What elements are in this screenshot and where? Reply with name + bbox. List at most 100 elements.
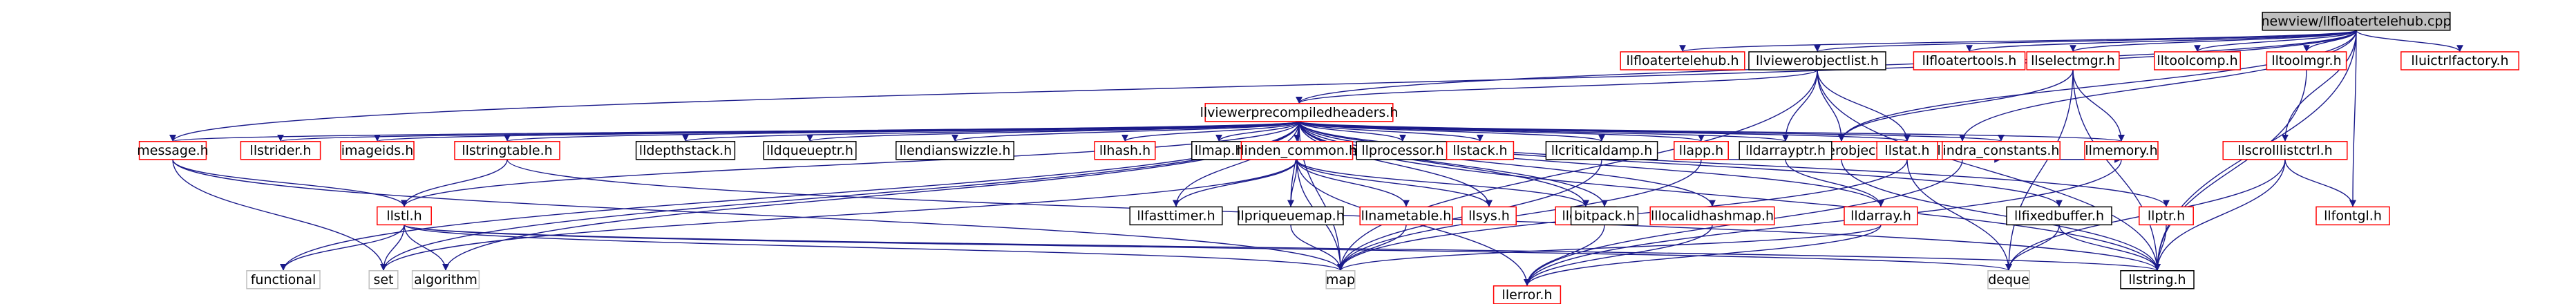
node-lltoolcomp[interactable]: lltoolcomp.h (2154, 51, 2241, 70)
node-box (1238, 206, 1344, 226)
node-box (368, 270, 399, 289)
node-llfasttimer[interactable]: llfasttimer.h (1129, 206, 1223, 226)
node-indraconstants[interactable]: indra_constants.h (1942, 141, 2061, 160)
edge-llviewerprecompiledheaders-llmap (1215, 121, 1300, 142)
node-label: map (1326, 272, 1355, 287)
node-llfixedbuffer[interactable]: llfixedbuffer.h (2006, 206, 2112, 226)
node-llendianswizzle[interactable]: llendianswizzle.h (896, 141, 1014, 160)
node-deque[interactable]: deque (1987, 270, 2030, 289)
node-lldqueueptr[interactable]: lldqueueptr.h (763, 141, 857, 160)
node-label: indra_constants.h (1943, 143, 2060, 158)
node-llviewerprecompiledheaders[interactable]: llviewerprecompiledheaders.h (1200, 103, 1399, 122)
edge-llfixedbuffer-deque (2005, 225, 2060, 271)
edge-llviewerprecompiledheaders-llstack (1298, 121, 1484, 142)
edge-llviewerobjectlist-llviewerprecompiledheaders (1296, 69, 1818, 104)
node-label: set (373, 272, 393, 287)
node-llprocessor[interactable]: llprocessor.h (1356, 141, 1450, 160)
node-lldepthstack[interactable]: lldepthstack.h (635, 141, 736, 160)
node-set[interactable]: set (368, 270, 399, 289)
node-lltoolmgr[interactable]: lltoolmgr.h (2266, 51, 2347, 70)
node-label: llinden_common.h (1237, 143, 1357, 158)
node-box (1620, 51, 1745, 70)
node-label: llendianswizzle.h (899, 143, 1010, 158)
node-label: lldqueueptr.h (766, 143, 853, 158)
node-llscrolllistctrl[interactable]: llscrolllistctrl.h (2222, 141, 2348, 160)
edge-llviewerprecompiledheaders-algorithm (442, 121, 1300, 271)
edge-llindexcommon-lldefs (1296, 159, 1589, 207)
node-bitpack[interactable]: bitpack.h (1570, 206, 1639, 226)
node-label: lluictrlfactory.h (2411, 53, 2508, 68)
edge-lltoolmgr-llstring (2154, 69, 2307, 271)
node-box (896, 141, 1014, 160)
node-llselectmgr[interactable]: llselectmgr.h (2026, 51, 2120, 70)
node-llviewerobjectlist[interactable]: llviewerobjectlist.h (1748, 51, 1886, 70)
node-llstringtable[interactable]: llstringtable.h (454, 141, 560, 160)
edge-llselectmgr-llviewerobject (1838, 69, 2074, 142)
node-llstl[interactable]: llstl.h (377, 206, 432, 226)
node-algorithm[interactable]: algorithm (411, 270, 480, 289)
node-llstack[interactable]: llstack.h (1446, 141, 1515, 160)
node-box (340, 141, 415, 160)
node-label: llviewerprecompiledheaders.h (1200, 105, 1399, 120)
node-lluictrlfactory[interactable]: lluictrlfactory.h (2400, 51, 2519, 70)
node-label: llfloatertools.h (1922, 53, 2017, 68)
edge-root-lluictrlfactory (2356, 30, 2463, 53)
edge-llstl-map (404, 224, 1344, 272)
edge-llstat-deque (1906, 159, 2012, 271)
edge-lldarray-map (1337, 224, 1882, 272)
node-label: llsys.h (1468, 208, 1510, 223)
edge-llviewerprecompiledheaders-lldarray (1298, 121, 1884, 207)
node-llmap[interactable]: llmap.h (1191, 141, 1247, 160)
node-label: llfloatertelehub.h (1626, 53, 1739, 68)
node-box (2222, 141, 2348, 160)
node-imageids[interactable]: imageids.h (340, 141, 415, 160)
node-llfloatertools[interactable]: llfloatertools.h (1913, 51, 2026, 70)
node-label: lltoolmgr.h (2271, 53, 2341, 68)
edge-llviewerprecompiledheaders-lllocalidhashmap (1298, 121, 1716, 207)
edge-lllocalidhashmap-llerror (1524, 225, 1713, 286)
node-llsys[interactable]: llsys.h (1461, 206, 1517, 226)
node-label: lldarray.h (1850, 208, 1911, 223)
node-llptr[interactable]: llptr.h (2139, 206, 2194, 226)
node-llfontgl[interactable]: llfontgl.h (2315, 206, 2390, 226)
edge-llstl-algorithm (404, 225, 449, 271)
edge-llselectmgr-llmemory (2072, 69, 2125, 142)
node-lllocalidhashmap[interactable]: lllocalidhashmap.h (1649, 206, 1775, 226)
node-llerror[interactable]: llerror.h (1493, 285, 1562, 304)
node-box (1094, 141, 1156, 160)
node-map[interactable]: map (1325, 270, 1356, 289)
node-box (1987, 270, 2030, 289)
node-message[interactable]: message.h (137, 141, 209, 160)
node-llstrider[interactable]: llstrider.h (240, 141, 321, 160)
node-llfloatertelehub[interactable]: llfloatertelehub.h (1620, 51, 1745, 70)
node-label: llptr.h (2148, 208, 2185, 223)
node-llstring[interactable]: llstring.h (2120, 270, 2195, 289)
node-lldarrayptr[interactable]: lldarrayptr.h (1739, 141, 1832, 160)
node-llcriticaldamp[interactable]: llcriticaldamp.h (1545, 141, 1658, 160)
node-root[interactable]: newview/llfloatertelehub.cpp (2261, 12, 2452, 31)
node-box (2139, 206, 2194, 226)
edge-llstl-llstring (404, 224, 2161, 272)
node-label: llstack.h (1452, 143, 1507, 158)
node-lldarray[interactable]: lldarray.h (1844, 206, 1918, 226)
node-box (763, 141, 857, 160)
node-llapp[interactable]: llapp.h (1674, 141, 1729, 160)
node-llpriqueuemap[interactable]: llpriqueuemap.h (1237, 206, 1345, 226)
node-llstat[interactable]: llstat.h (1876, 141, 1938, 160)
edge-llviewerprecompiledheaders-lldefs (1298, 121, 1589, 207)
edge-root-llviewerobject (1838, 30, 2357, 142)
node-label: llstat.h (1884, 143, 1929, 158)
edge-llviewerprecompiledheaders-llendianswizzle (951, 121, 1300, 142)
node-llmemory[interactable]: llmemory.h (2084, 141, 2159, 160)
node-box (1570, 206, 1639, 226)
node-llindexcommon[interactable]: llinden_common.h (1237, 141, 1357, 160)
node-llhash[interactable]: llhash.h (1094, 141, 1156, 160)
node-box (411, 270, 480, 289)
node-llnametable[interactable]: llnametable.h (1359, 206, 1453, 226)
edge-llmemory-llerror (1524, 159, 2122, 286)
node-box (1876, 141, 1938, 160)
node-box (2120, 270, 2195, 289)
node-functional[interactable]: functional (246, 270, 321, 289)
node-label: deque (1988, 272, 2029, 287)
